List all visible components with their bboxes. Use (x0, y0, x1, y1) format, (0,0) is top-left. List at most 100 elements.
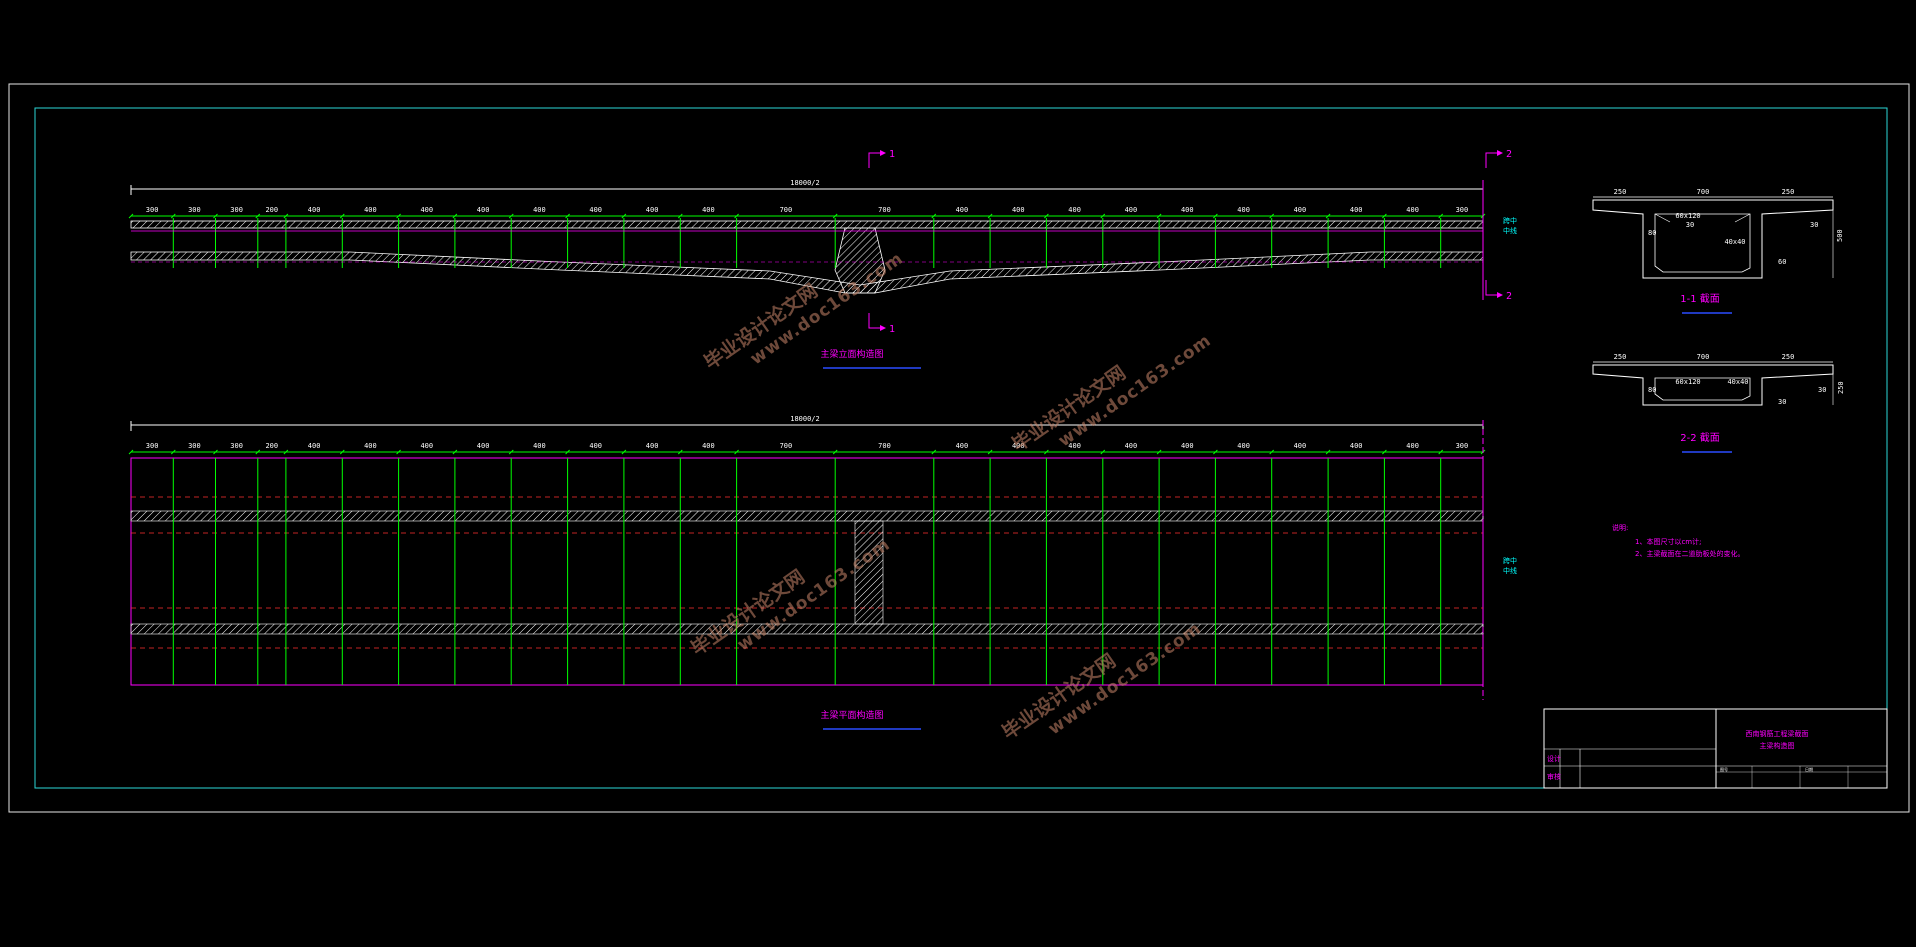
elev-dim-tick (283, 213, 289, 219)
section-2-outline (1592, 364, 1834, 406)
section-1-side-dim: 500 (1836, 229, 1844, 242)
notes: 说明: 1、本图尺寸以cm计; 2、主梁截面在二道肋板处的变化。 (1612, 523, 1744, 558)
section-1-outline (1592, 199, 1834, 279)
svg-text:1: 1 (889, 149, 895, 160)
title-block-row-1: 设计 (1547, 754, 1561, 763)
elevation-right-note-2: 中线 (1503, 226, 1517, 235)
svg-text:30: 30 (1810, 221, 1818, 229)
elevation-web-lines (172, 218, 1442, 268)
watermark-4: 毕业设计论文网 www.doc163.com (998, 618, 1206, 744)
plan-segment-label: 300 (1456, 442, 1469, 450)
elev-segment-label: 400 (477, 206, 490, 214)
plan-segment-label: 300 (230, 442, 243, 450)
elev-segment-label: 400 (364, 206, 377, 214)
plan-segment-label: 400 (1350, 442, 1363, 450)
inner-frame (34, 107, 1888, 789)
plan-segment-label: 700 (878, 442, 891, 450)
elev-segment-label: 400 (1068, 206, 1081, 214)
plan-segment-label: 400 (589, 442, 602, 450)
elevation-deck-slab (130, 220, 1484, 229)
section-2-title: 2-2 截面 (1680, 431, 1720, 444)
plan-right-note-2: 中线 (1503, 566, 1517, 575)
elev-segment-label: 400 (1406, 206, 1419, 214)
title-block-cell-1: 图号 (1720, 766, 1728, 772)
elev-dim-tick (1213, 213, 1218, 219)
plan-outline (130, 457, 1484, 686)
elev-dim-tick (213, 213, 218, 219)
elev-dim-tick (170, 213, 176, 219)
plan-dim-tick (1382, 449, 1387, 455)
plan-segment-label: 400 (1125, 442, 1138, 450)
elev-dim-tick (128, 213, 134, 219)
plan-web-lines (172, 458, 1442, 685)
elev-dim-tick (987, 213, 993, 219)
elev-dim-tick (677, 213, 683, 219)
elev-segment-label: 200 (265, 206, 278, 214)
svg-text:80: 80 (1648, 386, 1656, 394)
elev-segment-label: 400 (1181, 206, 1194, 214)
elev-dim-tick (1438, 213, 1444, 219)
plan-segment-label: 400 (308, 442, 321, 450)
elevation-total-dim: 18000/2 (790, 179, 820, 187)
svg-text:250: 250 (1614, 353, 1627, 361)
svg-text:40x40: 40x40 (1724, 238, 1745, 246)
elev-segment-label: 400 (1012, 206, 1025, 214)
plan-dim-tick (1325, 449, 1331, 455)
svg-text:250: 250 (1782, 353, 1795, 361)
plan-dim-tick (621, 449, 627, 455)
elev-dim-tick (396, 213, 401, 219)
plan-segment-label: 300 (188, 442, 201, 450)
elev-segment-label: 300 (1456, 206, 1469, 214)
title-block-row-2: 审核 (1547, 772, 1561, 781)
svg-text:250: 250 (1614, 188, 1627, 196)
plan-dim-tick (565, 449, 570, 455)
plan-segment-label: 400 (702, 442, 715, 450)
elev-segment-label: 700 (878, 206, 891, 214)
elev-dim-tick (1269, 213, 1275, 219)
elev-dim-tick (339, 213, 345, 219)
plan-segment-label: 400 (646, 442, 659, 450)
section-2-side-dim: 250 (1837, 381, 1845, 394)
elev-dim-tick (508, 213, 514, 219)
elev-segment-label: 400 (420, 206, 433, 214)
elev-dim-tick (255, 213, 261, 219)
title-block-project-2: 主梁构造图 (1760, 741, 1795, 750)
svg-text:700: 700 (1697, 353, 1710, 361)
plan-dim-tick (213, 449, 218, 455)
plan-dim-tick (1156, 449, 1162, 455)
elevation-dim-ticks (128, 213, 1486, 219)
title-block: 西南钢筋工程梁截面 主梁构造图 设计 审核 图号 日期 (1543, 708, 1888, 789)
plan-dim-tick (339, 449, 345, 455)
elev-dim-tick (1100, 213, 1106, 219)
svg-text:1: 1 (889, 324, 895, 335)
elev-dim-tick (452, 213, 458, 219)
section-mark-2-bottom: 2 (1485, 280, 1512, 302)
plan-title: 主梁平面构造图 (820, 709, 883, 721)
elev-dim-tick (1156, 213, 1162, 219)
svg-text:60: 60 (1778, 258, 1786, 266)
plan-dim-tick (1269, 449, 1275, 455)
section-1-1: 250 700 250 60x120 40x40 30 30 80 60 500… (1592, 188, 1844, 314)
plan-segment-label: 400 (420, 442, 433, 450)
elev-dim-tick (832, 213, 838, 219)
plan-dim-tick (832, 449, 838, 455)
plan-dim-ticks (128, 449, 1486, 455)
plan-segment-label: 400 (364, 442, 377, 450)
elev-segment-label: 400 (702, 206, 715, 214)
plan-segment-label: 400 (956, 442, 969, 450)
svg-text:250: 250 (1782, 188, 1795, 196)
elev-segment-label: 400 (1125, 206, 1138, 214)
plan-web-bottom (130, 623, 1484, 635)
elev-segment-label: 300 (230, 206, 243, 214)
svg-text:30: 30 (1686, 221, 1694, 229)
section-mark-1-bottom: 1 (868, 313, 895, 335)
plan-segment-label: 300 (146, 442, 159, 450)
plan-dim-tick (128, 449, 134, 455)
plan-segment-label: 400 (1181, 442, 1194, 450)
plan-diaphragm (854, 520, 884, 625)
plan-segment-label: 400 (1294, 442, 1307, 450)
svg-text:700: 700 (1697, 188, 1710, 196)
